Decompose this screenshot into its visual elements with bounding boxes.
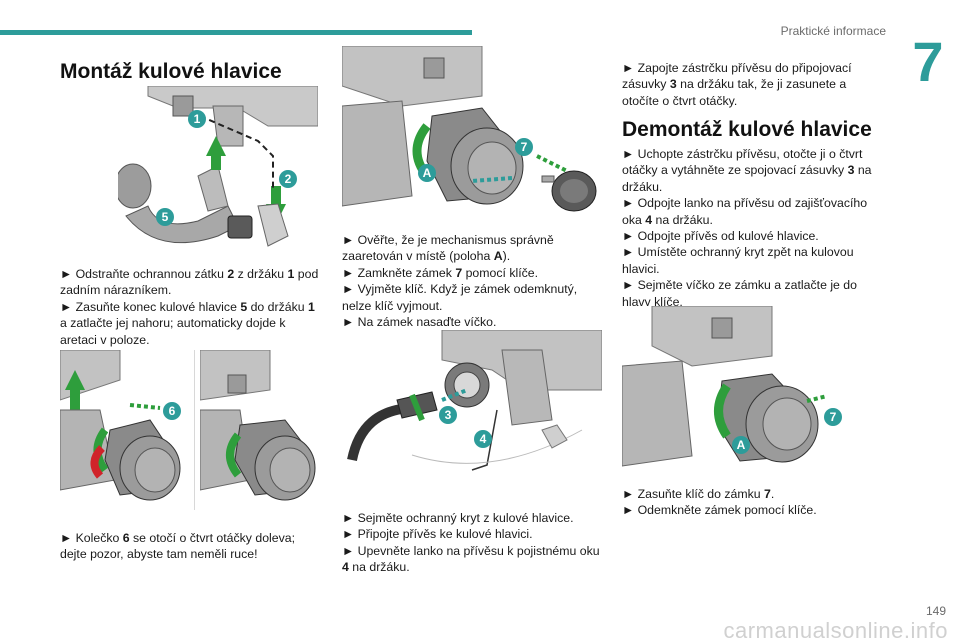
callout-1: 1 — [188, 110, 206, 128]
illustration-wheel-locked — [200, 350, 324, 510]
step-wheel-warning: ► Kolečko 6 se otočí o čtvrt otáčky dole… — [60, 531, 296, 562]
step-remove-cover: ► Sejměte ochranný kryt z kulové hlavice… — [342, 511, 574, 525]
page-number: 149 — [925, 604, 946, 618]
header-accent-bar — [0, 30, 472, 35]
illustration-wheel-rotation: 6 — [60, 350, 188, 510]
chapter-number: 7 — [912, 30, 944, 93]
step-connect-trailer: ► Připojte přívěs ke kulové hlavici. — [342, 527, 533, 542]
step-verify-position: ► Ověřte, že je mechanismus správně zaar… — [342, 233, 554, 264]
step-plug-in: ► Zapojte zástrčku přívěsu do připojovac… — [622, 61, 852, 108]
section-title-disassembly: Demontáž kulové hlavice — [622, 118, 872, 141]
instructions-trailer: ► Sejměte ochranný kryt z kulové hlavice… — [342, 510, 602, 576]
callout-5: 5 — [156, 208, 174, 226]
step-replace-cover: ► Umístěte ochranný kryt zpět na kulovou… — [622, 245, 854, 276]
callout-6: 6 — [163, 402, 181, 420]
instructions-mounting-2: ► Kolečko 6 se otočí o čtvrt otáčky dole… — [60, 530, 324, 563]
step-fit-cap: ► Na zámek nasaďte víčko. — [342, 315, 497, 330]
instructions-plug-in: ► Zapojte zástrčku přívěsu do připojovac… — [622, 60, 886, 109]
illustration-mounting-ball: 1 2 5 — [118, 86, 318, 256]
step-lock: ► Zamkněte zámek 7 pomocí klíče. — [342, 265, 539, 280]
section-title-assembly: Montáž kulové hlavice — [60, 60, 282, 83]
illustration-socket-cable: 3 4 — [342, 330, 602, 500]
step-unlock: ► Odemkněte zámek pomocí klíče. — [622, 503, 817, 518]
callout-7-right: 7 — [824, 408, 842, 426]
instructions-lock: ► Ověřte, že je mechanismus správně zaar… — [342, 232, 602, 330]
image-divider — [194, 350, 195, 510]
step-attach-cable: ► Upevněte lanko na přívěsu k pojistnému… — [342, 543, 600, 575]
step-unplug: ► Uchopte zástrčku přívěsu, otočte ji o … — [622, 147, 872, 194]
callout-4: 4 — [474, 430, 492, 448]
watermark: carmanualsonline.info — [723, 618, 948, 643]
callout-A-right: A — [732, 436, 750, 454]
instructions-unlock: ► Zasuňte klíč do zámku 7. ► Odemkněte z… — [622, 486, 886, 519]
step-remove-plug: ► Odstraňte ochrannou zátku 2 z držáku 1… — [60, 267, 319, 298]
callout-A: A — [418, 164, 436, 182]
callout-3: 3 — [439, 406, 457, 424]
illustration-unlock: 7 A — [622, 306, 848, 470]
callout-7: 7 — [515, 138, 533, 156]
step-remove-lock-cap: ► Sejměte víčko ze zámku a zatlačte je d… — [622, 278, 857, 309]
step-disconnect-trailer: ► Odpojte přívěs od kulové hlavice. — [622, 229, 819, 244]
step-insert-key: ► Zasuňte klíč do zámku 7. — [622, 487, 775, 501]
instructions-disassembly: ► Uchopte zástrčku přívěsu, otočte ji o … — [622, 146, 886, 310]
step-insert-ball: ► Zasuňte konec kulové hlavice 5 do držá… — [60, 299, 315, 347]
step-remove-key: ► Vyjměte klíč. Když je zámek odemknutý,… — [342, 282, 578, 313]
instructions-mounting-1: ► Odstraňte ochrannou zátku 2 z držáku 1… — [60, 266, 324, 348]
step-detach-cable: ► Odpojte lanko na přívěsu od zajišťovac… — [622, 196, 868, 227]
page-header-title: Praktické informace — [780, 24, 886, 38]
illustration-lock-key: 7 A — [342, 46, 602, 218]
callout-2: 2 — [279, 170, 297, 188]
